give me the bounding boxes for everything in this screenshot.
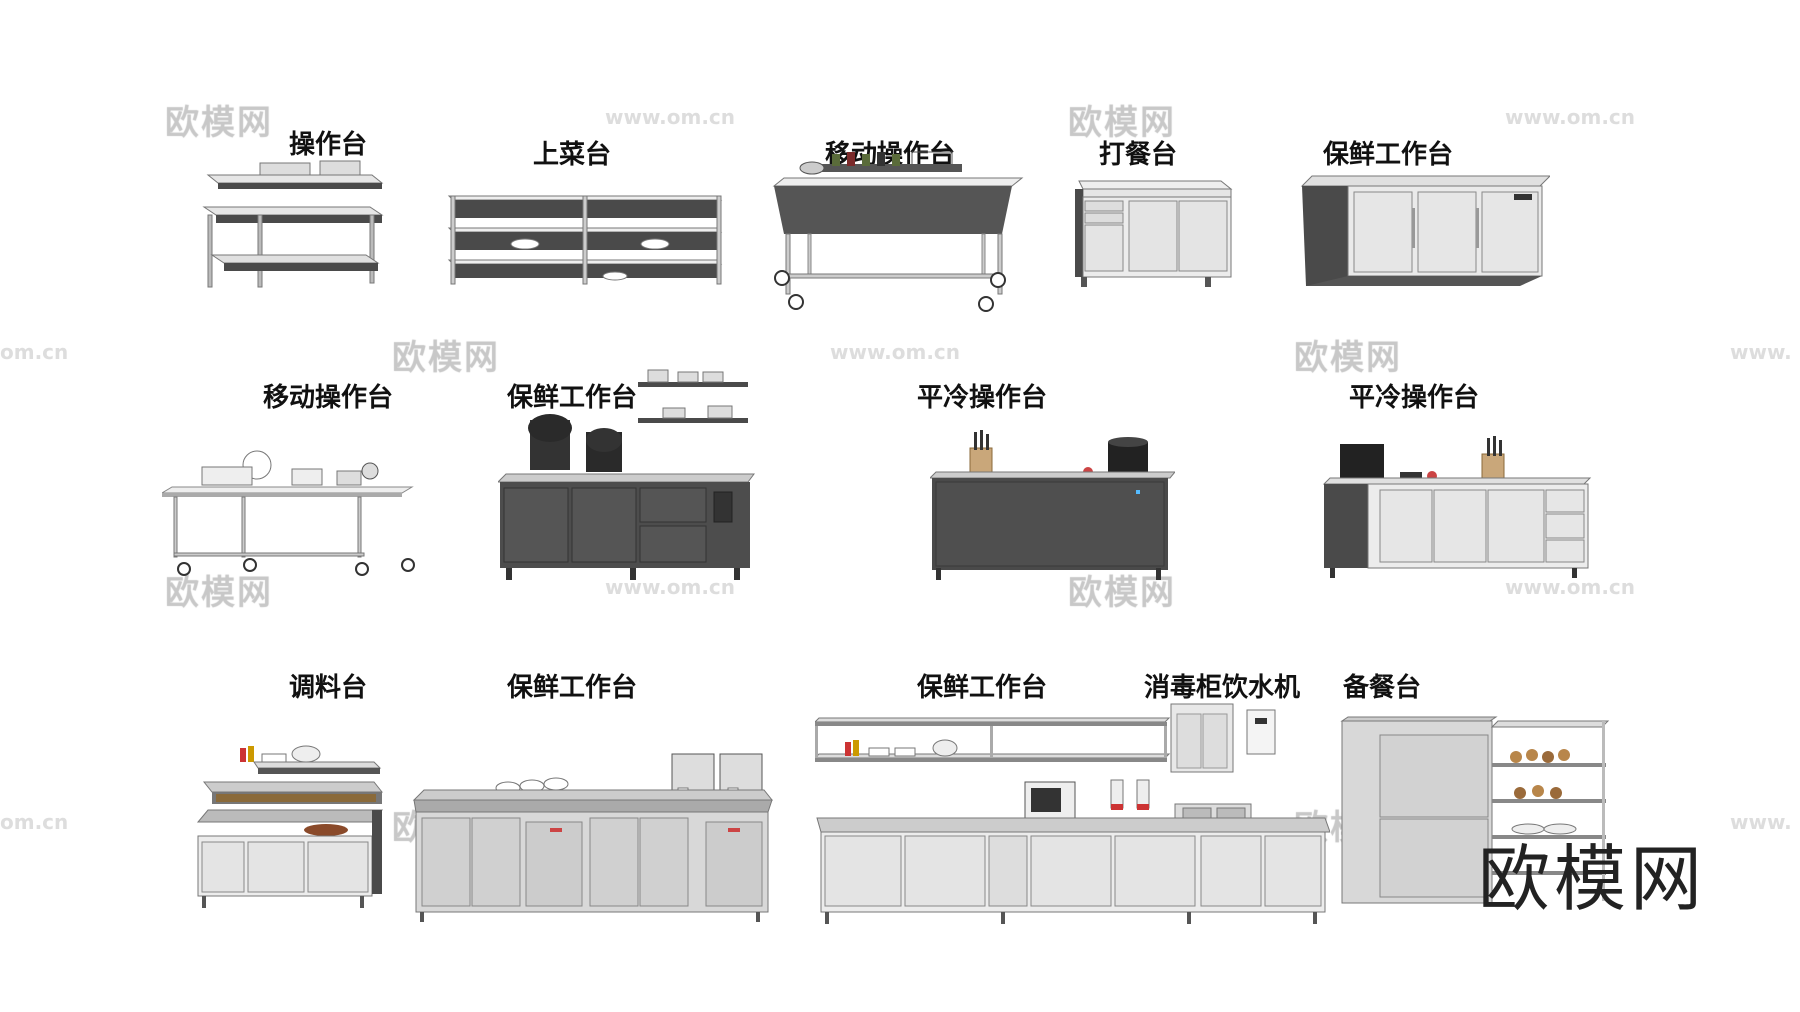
label-flat-cold-workbench-2: 平冷操作台 xyxy=(1348,383,1480,413)
label-flat-cold-workbench: 平冷操作台 xyxy=(916,383,1048,413)
flat-cold-workbench-2-illustration xyxy=(1322,432,1597,580)
label-fridge-workbench-2: 保鲜工作台 xyxy=(506,383,638,413)
label-fridge-workbench-4: 保鲜工作台 xyxy=(916,673,1048,703)
watermark-url: www. xyxy=(1730,340,1792,364)
mobile-worktable-2-illustration xyxy=(162,443,417,578)
label-prep-station: 备餐台 xyxy=(1342,673,1422,703)
fridge-workbench-4-illustration xyxy=(815,700,1330,926)
fridge-workbench-3-illustration xyxy=(410,748,776,924)
watermark-url: om.cn xyxy=(0,810,69,834)
watermark-url: www.om.cn xyxy=(1505,105,1636,129)
seasoning-station-illustration xyxy=(196,738,386,910)
label-worktable: 操作台 xyxy=(288,130,368,160)
label-fridge-workbench: 保鲜工作台 xyxy=(1322,140,1454,170)
worktable-illustration xyxy=(200,155,385,290)
fridge-workbench-2-illustration xyxy=(498,360,756,582)
brand-logo: 欧模网 xyxy=(1478,837,1707,921)
watermark-cn: 欧模网 xyxy=(392,338,500,378)
food-counter-illustration xyxy=(1073,177,1235,289)
label-sterilizer-water-dispenser: 消毒柜饮水机 xyxy=(1143,673,1301,703)
watermark-cn: 欧模网 xyxy=(165,103,273,143)
label-serving-station: 上菜台 xyxy=(532,140,612,170)
serving-station-illustration xyxy=(445,190,725,290)
flat-cold-workbench-illustration xyxy=(930,428,1175,580)
label-food-counter: 打餐台 xyxy=(1098,140,1178,170)
watermark-url: www. xyxy=(1730,810,1792,834)
label-fridge-workbench-3: 保鲜工作台 xyxy=(506,673,638,703)
watermark-url: www.om.cn xyxy=(830,340,961,364)
watermark-url: www.om.cn xyxy=(605,105,736,129)
fridge-workbench-illustration xyxy=(1300,168,1550,288)
watermark-cn: 欧模网 xyxy=(1294,338,1402,378)
label-seasoning-station: 调料台 xyxy=(288,673,368,703)
watermark-url: om.cn xyxy=(0,340,69,364)
mobile-worktable-illustration xyxy=(772,150,1027,318)
prep-station-illustration xyxy=(1340,715,1610,910)
label-mobile-worktable-2: 移动操作台 xyxy=(262,383,394,413)
